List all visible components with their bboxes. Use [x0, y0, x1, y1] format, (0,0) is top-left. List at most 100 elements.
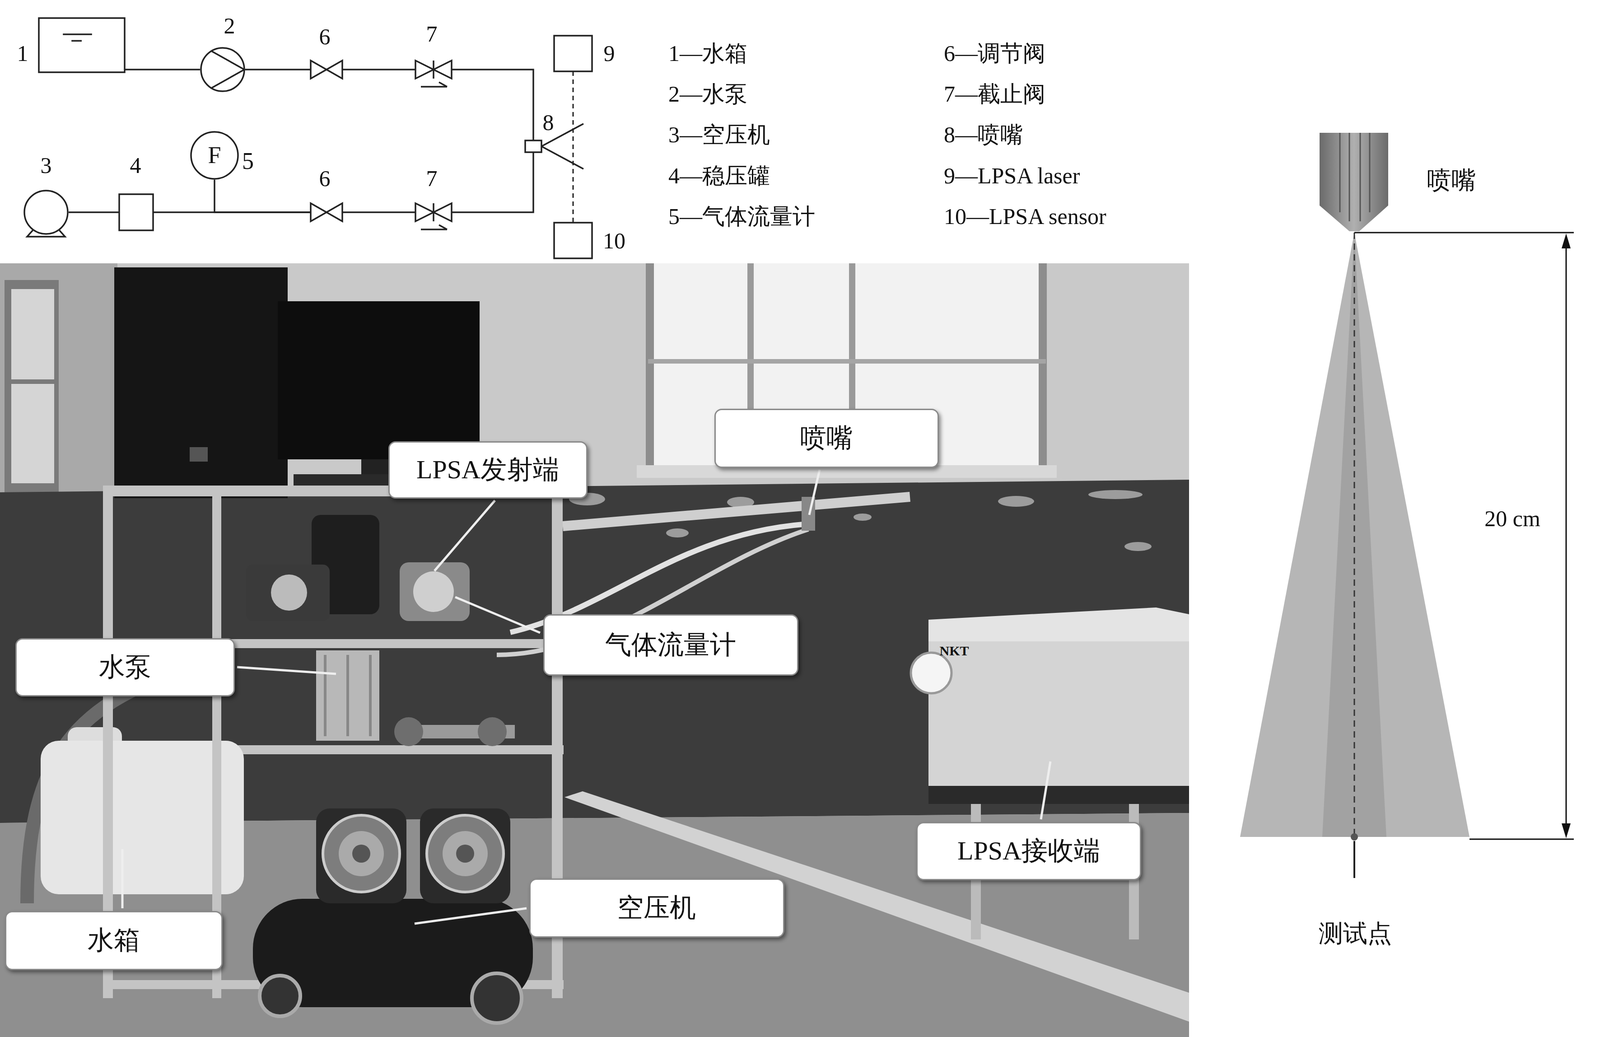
laser-box-outline	[554, 35, 593, 72]
spray-diagram-part	[1354, 232, 1574, 234]
symbol-strokes	[310, 203, 343, 222]
callout-number: 7	[426, 21, 438, 47]
sensor-box-outline	[554, 222, 593, 259]
stop-valve-symbol-outline	[415, 60, 452, 79]
leader-lines-part	[121, 848, 124, 909]
schematic-details-part	[541, 146, 584, 169]
symbol-strokes	[24, 190, 68, 237]
compressor-symbol: 3	[23, 189, 69, 235]
compressor-photo-part	[259, 975, 301, 1017]
nozzle-arm-part	[562, 496, 910, 527]
symbol-strokes	[415, 60, 452, 79]
callout-number: 3	[40, 153, 52, 178]
key-item: 5—气体流量计	[668, 204, 816, 229]
spray-diagram-part	[1353, 232, 1356, 837]
nozzle-symbol-outline	[525, 140, 542, 153]
leader-lines-part	[1040, 761, 1051, 820]
spray-diagram-part	[1348, 132, 1351, 222]
callout-number: 9	[603, 41, 616, 66]
symbol-strokes	[38, 18, 125, 73]
key-item: 4—稳压罐	[668, 163, 770, 189]
callout-box: 气体流量计	[543, 614, 799, 676]
wall-base-part	[666, 528, 689, 538]
compressor-photo-part	[419, 808, 511, 904]
key-item: 3—空压机	[668, 122, 770, 148]
computer-part	[114, 267, 288, 499]
key-item: 9—LPSA laser	[943, 163, 1080, 189]
compressor-photo-part	[426, 815, 504, 892]
key-item: 2—水泵	[668, 81, 748, 107]
stop-valve-symbol: 7	[415, 203, 452, 222]
callout-number: 4	[130, 153, 142, 178]
window-part	[648, 359, 1046, 364]
flowmeter-photo-part	[413, 571, 454, 612]
pipe-line	[245, 68, 311, 71]
lab-photo-part	[0, 263, 1190, 1037]
pipe-line	[451, 152, 534, 213]
schematic-details-part	[420, 85, 448, 88]
pump-photo	[311, 514, 380, 741]
nozzle-arm	[562, 496, 910, 531]
hoses	[27, 523, 809, 904]
particle-analyzer-part	[928, 607, 1190, 642]
symbol-strokes	[310, 60, 343, 79]
schematic-details-part	[438, 224, 448, 230]
pump-photo-part	[368, 654, 372, 737]
compressor-photo-part	[442, 830, 488, 877]
symbol-strokes	[119, 194, 154, 231]
computer-part	[189, 447, 208, 462]
pipe-line	[124, 68, 201, 71]
spray-diagram-part	[1339, 132, 1341, 213]
flowmeter-photo-part	[399, 562, 470, 621]
spray-diagram-part	[1561, 233, 1571, 249]
callout-text: LPSA发射端	[416, 455, 560, 485]
symbol-strokes	[415, 203, 452, 222]
lab-photo	[0, 263, 1190, 1037]
pipe-line	[68, 211, 120, 214]
pipe-line	[342, 68, 416, 71]
stop-valve-symbol: 7	[415, 60, 452, 79]
surge-tank-box: 4	[119, 194, 154, 231]
left-window-part	[11, 289, 55, 484]
compressor-photo-part	[338, 830, 384, 877]
pump-symbol-outline	[200, 46, 246, 93]
brand-mark: NKT	[939, 643, 969, 658]
spray-diagram-part	[1359, 132, 1362, 222]
flowmeter-photo	[246, 562, 515, 747]
pipe-line	[214, 179, 311, 213]
callout-number: 6	[319, 166, 331, 192]
left-window	[4, 279, 59, 493]
symbol-strokes	[554, 35, 593, 72]
pump-photo-part	[316, 650, 380, 741]
wall-base-part	[1124, 541, 1152, 551]
symbol-strokes	[191, 131, 238, 179]
callout-number: 6	[319, 24, 331, 50]
pump-photo-part	[346, 654, 350, 737]
schematic-details-part	[420, 228, 448, 231]
symbol-strokes	[525, 140, 542, 153]
window	[636, 263, 1057, 478]
spray-diagram-part	[1350, 833, 1358, 841]
particle-analyzer-part	[928, 785, 1190, 804]
stop-valve-symbol-outline	[415, 203, 452, 222]
callout-number: 7	[426, 166, 438, 192]
compressor-photo-part	[322, 815, 400, 892]
flowmeter-photo-part	[394, 717, 424, 747]
flowmeter-letter: F	[208, 142, 222, 168]
surge-tank-box-outline	[119, 194, 154, 231]
computer-part	[277, 301, 480, 460]
symbol-strokes	[554, 222, 593, 259]
callout-number: 5	[242, 148, 254, 174]
window-part	[645, 263, 654, 476]
schematic-details	[420, 82, 584, 230]
flowmeter-photo-part	[477, 717, 507, 747]
wall-base-part	[998, 495, 1035, 507]
spray-diagram-part	[1319, 132, 1389, 232]
key-item: 6—调节阀	[943, 41, 1046, 66]
leader-lines-part	[414, 908, 527, 924]
water-tank-symbol: 1	[38, 18, 125, 73]
left-window-part	[11, 379, 55, 384]
key-item: 1—水箱	[668, 41, 748, 66]
